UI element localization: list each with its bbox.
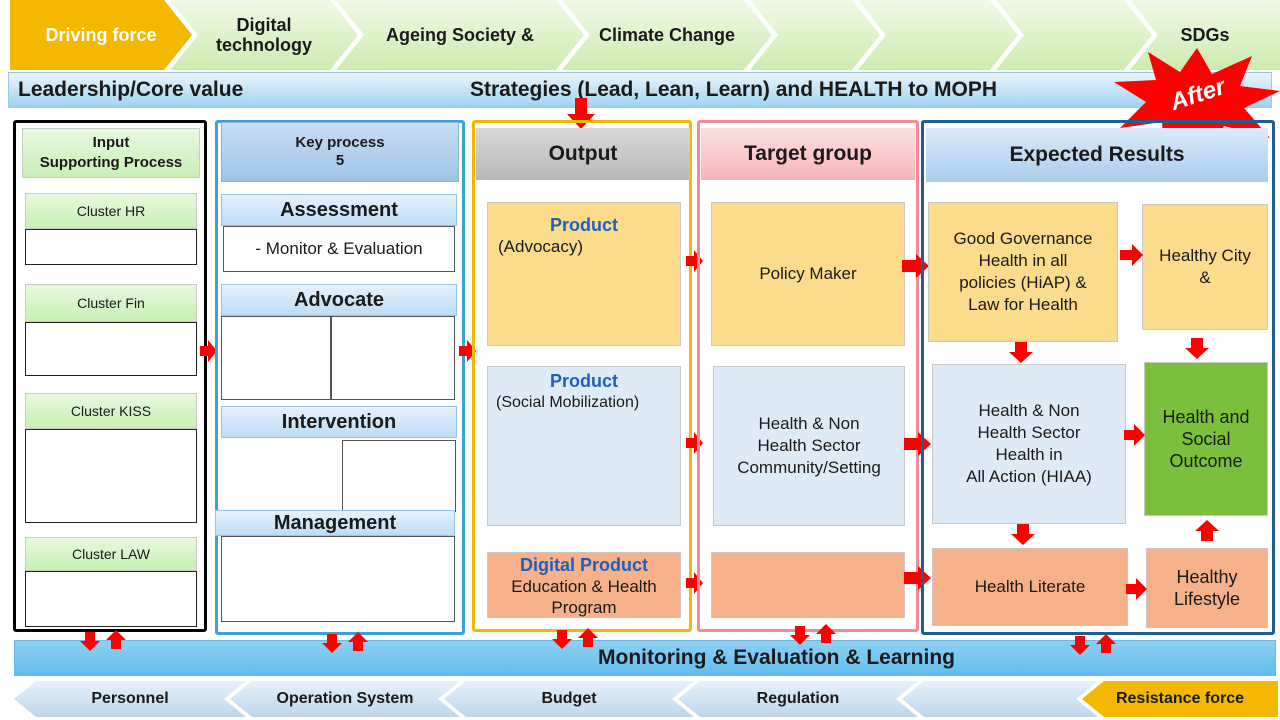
bottom-item-resistance-force: Resistance force xyxy=(1082,681,1278,717)
advocate-right-box xyxy=(331,316,455,400)
banner-item-digital-technology: Digital technology xyxy=(170,0,358,70)
output-downstream-card: Product (Social Mobilization) xyxy=(487,366,681,526)
strategy-bar xyxy=(8,72,1272,108)
result-down-arrow-2-icon xyxy=(1011,524,1035,545)
cluster-fin-label: Cluster Fin xyxy=(25,284,197,322)
monitor-up-arrow-4-icon xyxy=(816,624,836,643)
target-to-result-arrow-3-icon xyxy=(904,566,931,590)
result-health-social-outcome: Health and Social Outcome xyxy=(1144,362,1268,516)
cluster-law-detail xyxy=(25,571,197,627)
strategy-bar-center-label: Strategies (Lead, Lean, Learn) and HEALT… xyxy=(470,78,998,101)
output-digital-card: Digital Product Education & Health Progr… xyxy=(487,552,681,618)
key-process-column xyxy=(215,120,465,635)
assessment-header: Assessment xyxy=(221,194,457,226)
target-to-result-arrow-2-icon xyxy=(904,432,931,456)
monitor-up-arrow-1-icon xyxy=(106,630,126,649)
output-upstream-card: Product (Advocacy) xyxy=(487,202,681,346)
result-good-governance: Good Governance Health in all policies (… xyxy=(928,202,1118,342)
input-header: Input Supporting Process xyxy=(22,128,200,178)
process-to-output-arrow-icon xyxy=(459,340,476,362)
bottom-item-budget: Budget xyxy=(444,681,694,717)
monitor-down-arrow-3-icon xyxy=(552,630,572,649)
output-digital-title: Digital Product xyxy=(519,555,648,575)
advocate-left-box xyxy=(221,316,331,400)
monitoring-bar xyxy=(14,640,1276,676)
result-right-arrow-1-icon xyxy=(1120,244,1143,266)
result-down-arrow-3-icon xyxy=(1185,338,1209,359)
output-header: Output xyxy=(476,128,690,180)
cluster-fin-detail xyxy=(25,322,197,376)
monitor-down-arrow-5-icon xyxy=(1070,636,1090,655)
banner-item-climate-change: Climate Change xyxy=(562,0,772,70)
target-group-header: Target group xyxy=(701,128,915,180)
advocate-header: Advocate xyxy=(221,284,457,316)
monitor-up-arrow-2-icon xyxy=(348,632,368,651)
output-upstream-text: (Advocacy) xyxy=(498,237,584,256)
target-group-column xyxy=(697,120,919,632)
bottom-item-operation-system: Operation System xyxy=(230,681,460,717)
output-upstream-title: Product xyxy=(549,215,618,235)
output-to-target-arrow-1-icon xyxy=(686,250,703,272)
banner-item-competitor xyxy=(858,0,1018,70)
cluster-kiss-label: Cluster KISS xyxy=(25,393,197,429)
intervention-header: Intervention xyxy=(221,406,457,438)
monitor-up-arrow-5-icon xyxy=(1096,634,1116,653)
result-health-literate: Health Literate xyxy=(932,548,1128,626)
result-right-arrow-3-icon xyxy=(1126,578,1147,600)
result-health-sector: Health & Non Health Sector Health in All… xyxy=(932,364,1126,524)
result-right-arrow-2-icon xyxy=(1124,424,1145,446)
result-healthy-city: Healthy City & xyxy=(1142,204,1268,330)
cluster-hr-detail xyxy=(25,229,197,265)
after-starburst-icon xyxy=(1114,48,1280,154)
output-to-target-arrow-3-icon xyxy=(686,572,703,594)
result-up-arrow-icon xyxy=(1195,520,1219,541)
output-downstream-title: Product xyxy=(549,371,618,391)
result-down-arrow-1-icon xyxy=(1009,342,1033,363)
expected-results-column xyxy=(921,120,1275,635)
monitor-down-arrow-4-icon xyxy=(790,626,810,645)
key-process-header: Key process 5 xyxy=(221,122,459,182)
banner-item-driving-force: Driving force xyxy=(10,0,192,70)
result-healthy-lifestyle: Healthy Lifestyle xyxy=(1146,548,1268,628)
assessment-text: - Monitor & Evaluation xyxy=(223,226,455,272)
cluster-law-label: Cluster LAW xyxy=(25,537,197,571)
bottom-item-personnel: Personnel xyxy=(14,681,246,717)
target-all-ages xyxy=(711,552,905,618)
output-column xyxy=(472,120,692,632)
cluster-hr-label: Cluster HR xyxy=(25,193,197,229)
monitor-down-arrow-1-icon xyxy=(80,632,100,651)
input-column xyxy=(13,120,207,632)
bottom-item-regulation: Regulation xyxy=(678,681,918,717)
output-to-target-arrow-2-icon xyxy=(686,432,703,454)
banner-item-ageing-society: Ageing Society & xyxy=(336,0,584,70)
monitor-down-arrow-2-icon xyxy=(322,634,342,653)
monitoring-bar-label: Monitoring & Evaluation & Learning xyxy=(598,646,955,669)
output-downstream-text: (Social Mobilization) xyxy=(496,394,640,411)
cluster-kiss-detail xyxy=(25,429,197,523)
intervention-left-text xyxy=(225,448,343,508)
target-policy-maker: Policy Maker xyxy=(711,202,905,346)
intervention-right-text xyxy=(342,440,456,512)
output-digital-text: Education & Health Program xyxy=(511,577,657,617)
target-network: Health & Non Health Sector Community/Set… xyxy=(713,366,905,526)
monitor-up-arrow-3-icon xyxy=(578,628,598,647)
input-to-process-arrow-icon xyxy=(200,340,217,362)
expected-results-header: Expected Results xyxy=(926,128,1268,182)
bottom-item-bureaucracy xyxy=(902,681,1098,717)
management-text xyxy=(221,536,455,622)
management-header: Management xyxy=(215,510,455,536)
strategy-bar-left-label: Leadership/Core value xyxy=(18,78,244,101)
